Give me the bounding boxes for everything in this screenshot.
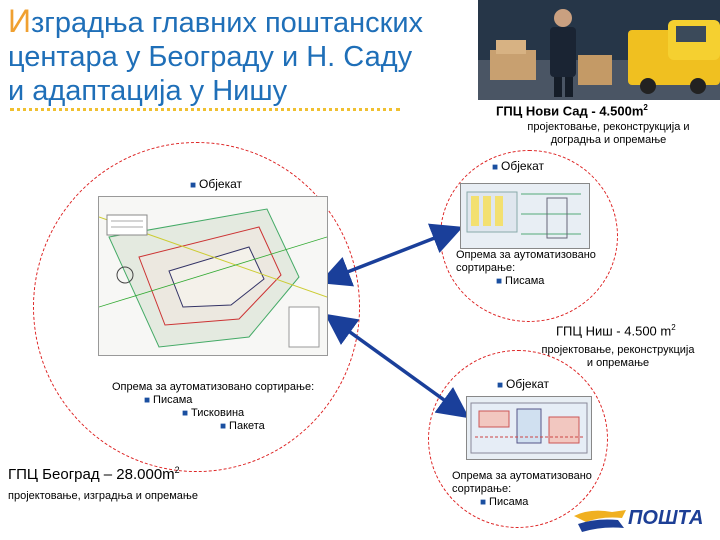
novi-sad-plan-drawing <box>466 191 581 239</box>
belgrade-object: ■Објекат <box>190 177 243 191</box>
bullet-icon: ■ <box>480 497 487 508</box>
posta-logo-text: ПОШТА <box>628 507 704 529</box>
title-first-letter: И <box>8 3 31 39</box>
nis-heading: ГПЦ Ниш - 4.500 m2 <box>556 323 676 339</box>
bullet-icon: ■ <box>497 380 504 391</box>
title-line2: центара у Београду и Н. Саду <box>8 41 413 73</box>
posta-logo: ПОШТА <box>572 505 712 535</box>
belgrade-plan-drawing <box>98 197 328 355</box>
novi-sad-heading: ГПЦ Нови Сад - 4.500m2 <box>496 103 648 119</box>
nis-plan-thumbnail <box>466 396 592 460</box>
novi-sad-plan-thumbnail <box>460 183 590 249</box>
bullet-icon: ■ <box>190 180 197 191</box>
novi-sad-equipment: Опрема за аутоматизовано сортирање: ■Пис… <box>456 249 596 287</box>
nis-object: ■Објекат <box>497 377 550 391</box>
title-underline <box>10 108 400 111</box>
novi-sad-description: пројектовање, реконструкција и доградња … <box>506 121 711 147</box>
bullet-icon: ■ <box>496 276 503 287</box>
bullet-icon: ■ <box>144 395 151 406</box>
nis-description: пројектовање, реконструкција и опремање <box>520 344 716 370</box>
arrow-belgrade-novisad <box>318 223 464 287</box>
nis-desc-line2: и опремање <box>586 357 650 369</box>
belgrade-site-plan <box>98 196 328 356</box>
belgrade-heading: ГПЦ Београд – 28.000m2 <box>8 465 180 483</box>
nis-plan-drawing <box>470 402 588 454</box>
novi-sad-object: ■Објекат <box>492 159 545 173</box>
belgrade-description: пројектовање, изградња и опремање <box>8 490 198 502</box>
arrow-belgrade-nis <box>324 313 470 419</box>
belgrade-circle <box>33 142 360 472</box>
page-title: Изградња главних поштанских центара у Бе… <box>8 4 478 108</box>
novi-sad-desc-line1: пројектовање, реконструкција и <box>527 121 690 133</box>
bullet-icon: ■ <box>492 162 499 173</box>
novi-sad-desc-line2: доградња и опремање <box>550 134 667 146</box>
nis-equipment: Опрема за аутоматизовано сортирање: ■Пис… <box>452 470 592 508</box>
posta-horn-icon <box>574 510 626 532</box>
nis-desc-line1: пројектовање, реконструкција <box>541 344 695 356</box>
belgrade-equipment: Опрема за аутоматизовано сортирање: ■Пис… <box>112 381 315 432</box>
title-line3: и адаптација у Нишу <box>8 75 288 107</box>
staff-photo <box>478 0 720 100</box>
title-line1: зградња главних поштанских <box>31 7 424 39</box>
nis-circle <box>428 350 608 528</box>
bullet-icon: ■ <box>182 408 189 419</box>
bullet-icon: ■ <box>220 421 227 432</box>
photo-illustration <box>478 0 720 100</box>
